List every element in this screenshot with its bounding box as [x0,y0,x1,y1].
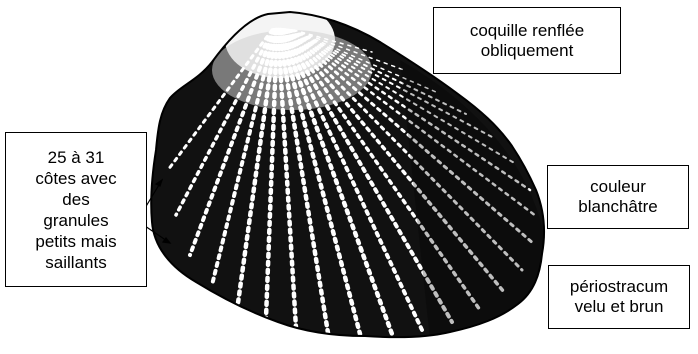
label-ribs-line5: petits mais [35,231,116,252]
label-ribs-line4: granules [43,210,108,231]
label-periostracum-line2: velu et brun [575,297,664,317]
label-shell-shape-line1: coquille renflée [470,21,584,41]
label-ribs-line6: saillants [45,252,106,273]
label-shell-shape: coquille renflée obliquement [433,7,621,74]
label-periostracum-line1: périostracum [570,277,668,297]
label-ribs-line1: 25 à 31 [48,147,105,168]
label-color: couleur blanchâtre [547,165,689,229]
label-ribs-line2: côtes avec [35,168,116,189]
label-shell-shape-line2: obliquement [481,41,574,61]
label-periostracum: périostracum velu et brun [548,265,690,329]
label-ribs-line3: des [62,189,89,210]
label-color-line1: couleur [590,177,646,197]
label-color-line2: blanchâtre [578,197,657,217]
label-ribs: 25 à 31 côtes avec des granules petits m… [5,132,147,287]
